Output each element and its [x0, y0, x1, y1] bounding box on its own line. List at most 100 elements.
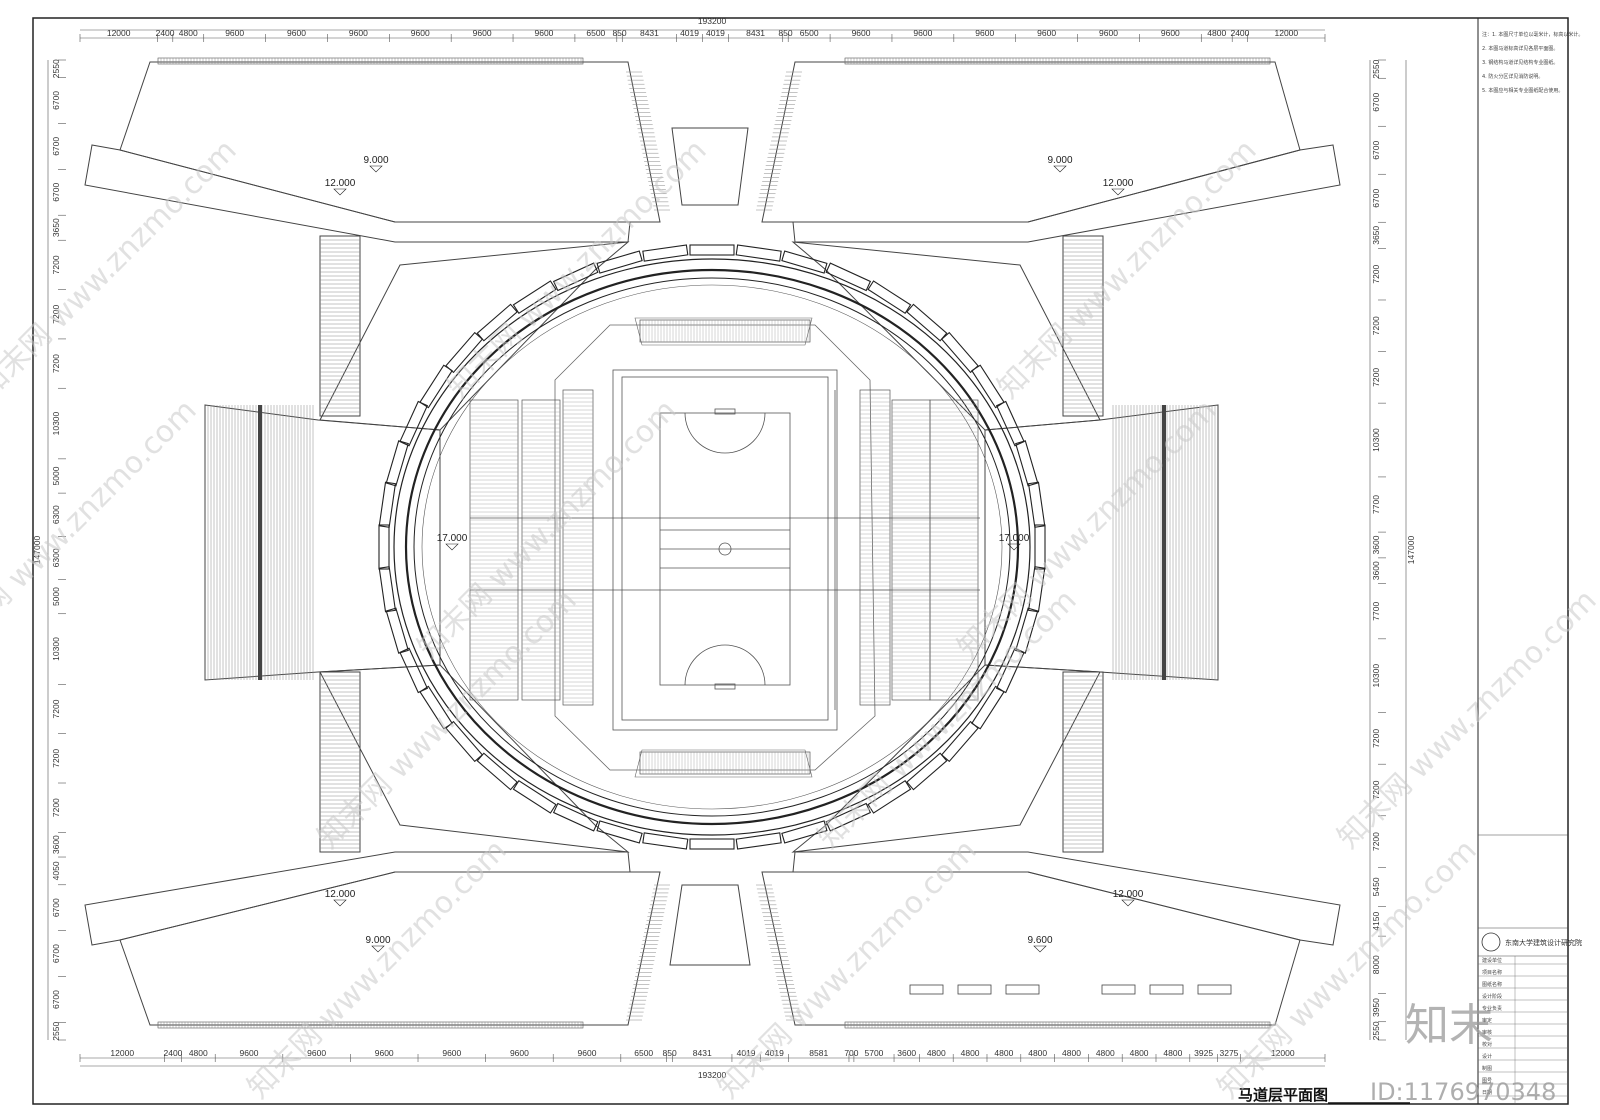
dim-text: 12000: [107, 28, 131, 38]
dim-text: 9600: [287, 28, 306, 38]
dim-text: 10300: [1371, 428, 1381, 452]
dim-text: 9600: [473, 28, 492, 38]
note-line: 4. 防火分区详见消防说明。: [1482, 73, 1543, 80]
brand-watermark: 知末网: [441, 317, 529, 405]
dim-text: 7200: [51, 699, 61, 718]
brand-watermark: 知末网: [411, 577, 499, 665]
title-field: 日期: [1482, 1090, 1492, 1096]
dim-text: 6700: [1371, 141, 1381, 160]
dim-text: 3600: [897, 1048, 916, 1058]
dim-text: 9600: [975, 28, 994, 38]
dim-text: 700: [844, 1048, 858, 1058]
site-watermark: www.znzmo.com: [311, 833, 514, 1036]
stair-right-upper: [1062, 235, 1104, 417]
site-watermark: www.znzmo.com: [1061, 133, 1264, 336]
dim-text: 5700: [865, 1048, 884, 1058]
elev-tr-inner: 9.000: [1047, 155, 1072, 166]
catwalk-ring-3: [413, 277, 1011, 817]
institute-logo-icon: [1481, 932, 1501, 952]
bottom-right-openings: [909, 984, 1232, 995]
dim-text: 3600: [51, 835, 61, 854]
left-dimension-texts: 2550670067006700365072007200720010300500…: [51, 59, 61, 1041]
stair-hatching: [157, 57, 1271, 1029]
elev-bl-outer: 12.000: [325, 889, 356, 900]
dim-text: 2400: [1230, 28, 1249, 38]
dim-text: 7200: [51, 749, 61, 768]
elev-tl-inner: 9.000: [363, 155, 388, 166]
wing-top-left-outer-band: [84, 144, 631, 243]
sheet-border: [32, 17, 1569, 1105]
dim-text: 8581: [809, 1048, 828, 1058]
dim-text: 7200: [1371, 780, 1381, 799]
institute-name: 东南大学建筑设计研究院: [1505, 938, 1582, 947]
dim-text: 4800: [927, 1048, 946, 1058]
stair-right-lower: [1062, 671, 1104, 853]
dim-text: 12000: [110, 1048, 134, 1058]
dim-text: 9600: [240, 1048, 259, 1058]
dim-text: 850: [662, 1048, 676, 1058]
site-watermark: www.znzmo.com: [1401, 583, 1600, 786]
dim-text: 9600: [510, 1048, 529, 1058]
dim-text: 2550: [51, 1022, 61, 1041]
dim-text: 6500: [800, 28, 819, 38]
dim-text: 4019: [765, 1048, 784, 1058]
dim-text: 6700: [51, 898, 61, 917]
watermark-layer: www.znzmo.com知末网www.znzmo.com知末网www.znzm…: [0, 133, 1600, 1106]
dim-text: 7200: [1371, 368, 1381, 387]
brand-watermark: 知末网: [241, 1017, 329, 1105]
title-field: 审核: [1482, 1029, 1492, 1036]
dim-text: 9600: [349, 28, 368, 38]
drawing-title: 马道层平面图: [1238, 1086, 1328, 1104]
sports-court: [470, 369, 980, 731]
title-field: 审定: [1482, 1017, 1492, 1024]
dim-text: 4800: [1207, 28, 1226, 38]
seating-outer-edge: [421, 284, 1003, 810]
dim-text: 9600: [578, 1048, 597, 1058]
id-watermark: ID:1176970348: [1370, 1078, 1556, 1106]
dim-text: 9600: [442, 1048, 461, 1058]
site-watermark: www.znzmo.com: [1, 393, 204, 596]
brand-watermark: 知末网: [0, 577, 19, 665]
catwalk-ring-2: [404, 268, 1020, 826]
dim-text: 6700: [1371, 93, 1381, 112]
title-field: 项目名称: [1482, 969, 1502, 976]
dim-text: 4800: [1163, 1048, 1182, 1058]
elev-br-inner: 9.600: [1027, 935, 1052, 946]
dim-text: 10300: [51, 411, 61, 435]
dim-text: 7200: [1371, 832, 1381, 851]
wing-top-right-outer-band: [792, 144, 1341, 243]
entrance-bottom: [669, 884, 751, 966]
brand-watermark: 知末网: [991, 317, 1079, 405]
dim-text: 2400: [156, 28, 175, 38]
brand-watermark: 知末网: [711, 1017, 799, 1105]
overall-width-bottom: 193200: [698, 1070, 727, 1080]
dim-text: 3275: [1220, 1048, 1239, 1058]
dim-text: 6700: [51, 137, 61, 156]
dim-text: 6700: [51, 183, 61, 202]
dim-text: 5450: [1371, 877, 1381, 896]
catwalk-outer-ring: [393, 258, 1031, 836]
dim-text: 6700: [51, 990, 61, 1009]
dim-text: 4800: [1028, 1048, 1047, 1058]
dim-text: 6700: [51, 944, 61, 963]
seating-blocks: [469, 319, 979, 775]
dim-text: 7200: [1371, 316, 1381, 335]
dim-text: 9600: [375, 1048, 394, 1058]
dim-text: 10300: [1371, 664, 1381, 688]
dim-text: 2550: [51, 59, 61, 78]
title-field: 图号: [1482, 1078, 1492, 1084]
overall-height-left: 147000: [32, 536, 42, 565]
dim-text: 2400: [163, 1048, 182, 1058]
stair-left-lower: [319, 671, 361, 853]
dim-text: 7700: [1371, 495, 1381, 514]
dimension-ticks: [58, 34, 1386, 1062]
entrance-top: [671, 127, 749, 206]
dim-text: 4019: [706, 28, 725, 38]
site-watermark: www.znzmo.com: [481, 393, 684, 596]
catwalk-segments: [378, 244, 1046, 850]
dim-text: 4800: [1130, 1048, 1149, 1058]
dim-text: 3950: [1371, 998, 1381, 1017]
dim-text: 4800: [1062, 1048, 1081, 1058]
